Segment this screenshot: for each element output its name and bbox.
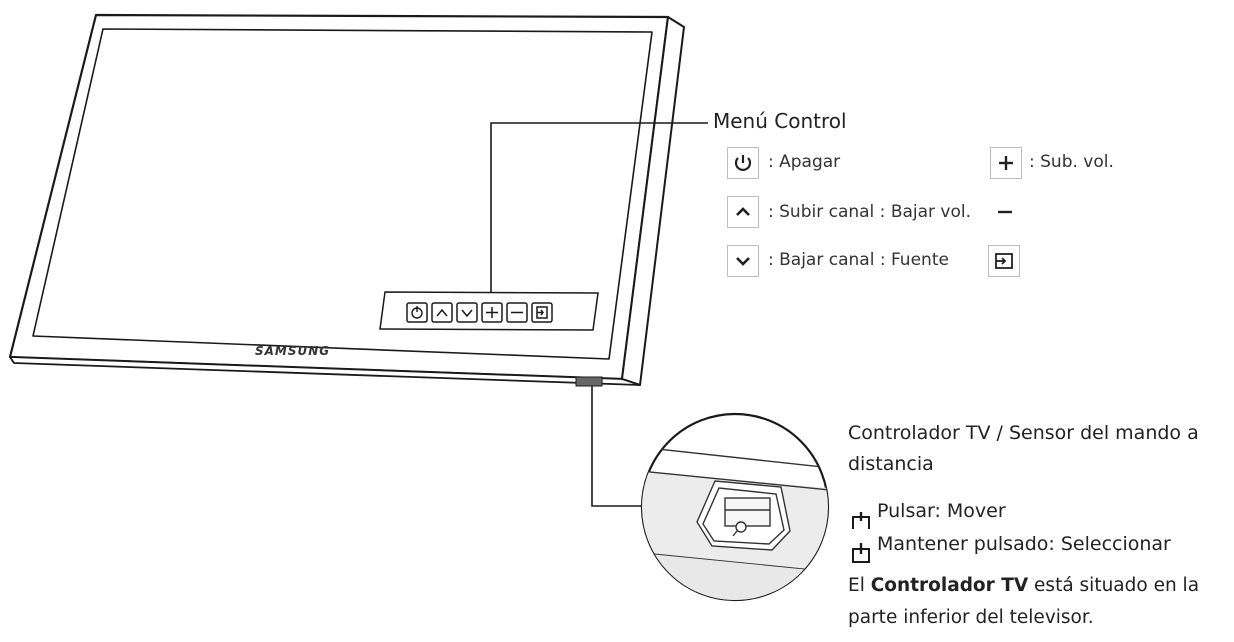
chevron-up-icon — [436, 308, 448, 317]
up-key — [727, 196, 759, 228]
note-suffix: está situado en la parte inferior del te… — [848, 575, 1200, 628]
brand-logo: SAMSUNG — [255, 344, 331, 358]
chevron-down-icon — [736, 257, 750, 266]
chevron-down-icon — [461, 309, 473, 318]
minus-icon — [998, 210, 1012, 214]
tv-body — [8, 13, 685, 386]
tv-controller-sensor — [575, 376, 603, 387]
panel-source-key — [531, 302, 553, 323]
controller-note: El Controlador TV está situado en la par… — [848, 570, 1228, 634]
source-icon — [995, 253, 1013, 269]
menu-control-title: Menú Control — [713, 109, 847, 133]
controller-leader — [591, 386, 648, 507]
panel-up-key — [431, 302, 453, 323]
controller-title: Controlador TV / Sensor del mando a dist… — [848, 422, 1199, 475]
hold-text: Mantener pulsado: Seleccionar — [877, 533, 1171, 555]
down-label: : Bajar canal : Fuente — [768, 250, 949, 270]
panel-plus-key — [481, 302, 503, 323]
press-hold-icon — [852, 543, 870, 563]
down-key — [727, 245, 759, 277]
up-label: : Subir canal : Bajar vol. — [768, 202, 972, 222]
chevron-up-icon — [736, 207, 750, 216]
power-key — [727, 147, 759, 179]
panel-power-key — [406, 302, 428, 323]
menu-control-leader — [490, 122, 708, 292]
plus-icon — [999, 156, 1013, 170]
minus-key — [990, 197, 1020, 227]
plus-key — [990, 147, 1022, 179]
plus-icon — [486, 307, 498, 318]
push-icon — [852, 512, 870, 529]
source-key — [988, 245, 1020, 277]
panel-down-key — [456, 302, 478, 323]
controller-zoom-view — [640, 412, 830, 602]
power-label: : Apagar — [768, 152, 841, 172]
source-icon — [536, 306, 548, 319]
tv-control-panel — [379, 291, 599, 331]
press-text: Pulsar: Mover — [877, 500, 1006, 522]
plus-label: : Sub. vol. — [1029, 152, 1114, 172]
panel-minus-key — [506, 302, 528, 323]
note-prefix: El — [848, 575, 865, 596]
note-bold: Controlador TV — [870, 575, 1029, 596]
power-icon — [734, 155, 752, 171]
